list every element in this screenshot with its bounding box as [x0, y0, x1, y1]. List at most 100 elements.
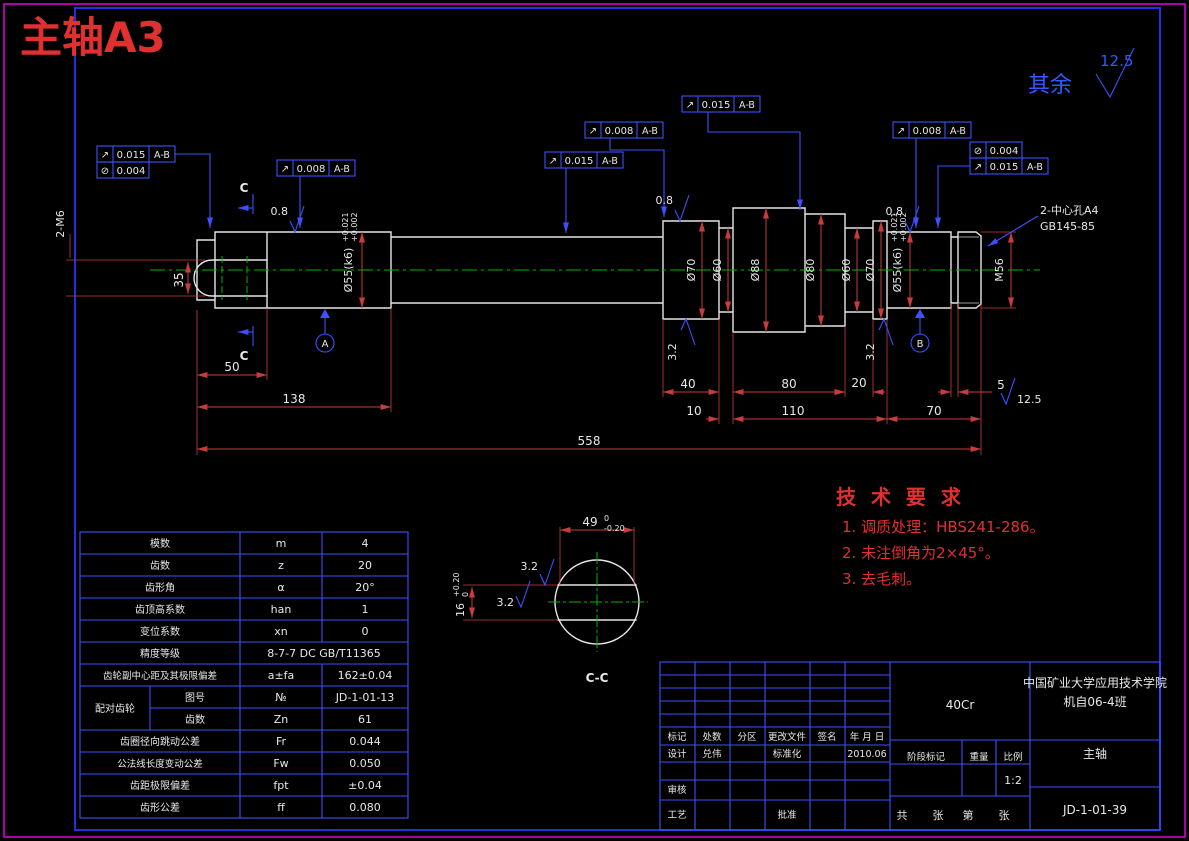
tb-school-line2: 机自06-4班 [1063, 695, 1126, 709]
dimension-texts: 50 138 558 40 80 20 5 10 110 70 35 2-M6 … [54, 210, 1006, 448]
technical-requirements: 技 术 要 求 1. 调质处理：HBS241-286。 2. 未注倒角为2×45… [836, 485, 1045, 588]
table-cell: 162±0.04 [338, 669, 393, 682]
tb-header-date: 年 月 日 [850, 731, 885, 743]
gdt-leader [609, 138, 667, 217]
gdt-datum: A-B [334, 164, 350, 175]
center-hole-note-line2: GB145-85 [1040, 220, 1095, 233]
thread-note-2xM6: 2-M6 [54, 210, 67, 237]
thread-m56: M56 [993, 258, 1006, 282]
drawing-border [3, 3, 1186, 838]
table-cell: 0.050 [349, 757, 381, 770]
keyway-flat-outline [193, 259, 268, 297]
table-cell: Fr [276, 735, 287, 748]
tb-sheet-total-label: 共 [897, 809, 908, 822]
gdt-collar-runout: ↗ 0.008 A-B [584, 121, 664, 139]
gdt-right-runout15: ↗ 0.015 A-B [969, 157, 1049, 175]
page-title: 主轴A3 [20, 13, 166, 62]
table-cell: 模数 [150, 537, 170, 550]
datum-a-letter: A [322, 339, 329, 350]
gdt-symbol: ⊘ [974, 146, 982, 157]
gdt-datum: A-B [154, 150, 170, 161]
table-cell: 0.044 [349, 735, 381, 748]
table-cell: 1 [362, 603, 369, 616]
dimension-extension-lines [66, 231, 1016, 455]
tb-stage-label: 阶段标记 [907, 751, 946, 763]
dia-80: Ø80 [804, 259, 817, 282]
dia-70-left: Ø70 [685, 259, 698, 282]
tb-drawing-number: JD-1-01-39 [1062, 803, 1127, 817]
table-cell: ±0.04 [348, 779, 382, 792]
gdt-datum: A-B [602, 156, 618, 167]
dim-35: 35 [172, 272, 186, 287]
gdt-right-cyl: ⊘ 0.004 [969, 141, 1023, 159]
sec-dim-16: 16 [454, 603, 467, 617]
gdt-symbol: ↗ [101, 150, 109, 161]
thread-minor-lines [958, 236, 979, 304]
dia-55-right-lower-tol: +0.002 [899, 212, 908, 242]
table-cell: 齿形角 [145, 582, 175, 594]
dia-55-right: Ø55(k6) [891, 248, 904, 293]
dia-55-left-lower-tol: +0.002 [350, 212, 359, 242]
dia-55-right-upper-tol: +0.021 [890, 212, 899, 242]
roughness-symbol-icon [680, 317, 696, 346]
roughness-symbol-icon [515, 580, 531, 609]
sec-dim-16-group: 16 +0.20 0 [452, 572, 470, 617]
sec-dim-49-upper: 0 [604, 514, 609, 523]
table-cell: 齿顶高系数 [135, 603, 185, 616]
tech-req-title: 技 术 要 求 [836, 485, 965, 509]
section-mark-c-top: C [240, 181, 249, 195]
tb-weight-label: 重量 [969, 751, 989, 763]
tb-process-label: 工艺 [667, 810, 686, 821]
dia-55-right-label: Ø55(k6) +0.021 +0.002 [890, 212, 908, 292]
dia-60-left: Ø60 [711, 259, 724, 282]
roughness-symbol-icon [1095, 47, 1135, 99]
dim-5: 5 [997, 378, 1005, 392]
roughness-symbol-icon [289, 205, 305, 234]
gdt-value: 0.015 [702, 100, 731, 111]
dia-55-left-label: Ø55(k6) +0.021 +0.002 [341, 212, 359, 292]
table-cell: 4 [362, 537, 369, 550]
gdt-value: 0.015 [565, 156, 594, 167]
tech-req-item-1: 1. 调质处理：HBS241-286。 [842, 518, 1045, 536]
roughness-symbol-icon [539, 558, 555, 587]
table-cell: № [275, 691, 286, 704]
table-cell: 齿形公差 [140, 801, 180, 814]
section-view-cc: 49 0 -0.20 16 +0.20 0 3.2 3.2 C-C [452, 514, 648, 685]
roughness-groove-right: 3.2 [864, 343, 877, 361]
table-cell: JD-1-01-13 [335, 691, 395, 704]
tb-design-label: 设计 [667, 748, 687, 760]
tb-material: 40Cr [946, 698, 975, 712]
datum-a: A [315, 309, 335, 353]
dim-138: 138 [283, 392, 306, 406]
roughness-symbol-icon [674, 194, 690, 223]
tb-part-name: 主轴 [1083, 746, 1107, 761]
gdt-right-runout8: ↗ 0.008 A-B [892, 121, 972, 139]
roughness-groove-left: 3.2 [666, 343, 679, 361]
datum-b-letter: B [917, 339, 924, 350]
gdt-value: 0.004 [117, 166, 146, 177]
table-cell: 齿轮副中心距及其极限偏差 [103, 670, 217, 682]
table-cell: 0 [362, 625, 369, 638]
tb-header-mark: 标记 [667, 731, 687, 743]
gdt-left-runout: ↗ 0.015 A-B [96, 145, 176, 163]
tb-check-label: 审核 [667, 784, 687, 796]
roughness-symbol-icon [904, 205, 920, 234]
table-cell: 配对齿轮 [95, 702, 135, 715]
dim-10: 10 [686, 404, 701, 418]
dim-40: 40 [680, 377, 695, 391]
gdt-leader [175, 153, 213, 228]
tb-school-line1: 中国矿业大学应用技术学院 [1023, 675, 1167, 690]
table-cell: m [276, 537, 287, 550]
gdt-leader [707, 112, 803, 210]
dia-55-left: Ø55(k6) [342, 248, 355, 293]
gdt-body-runout: ↗ 0.015 A-B [544, 151, 624, 169]
table-cell: 齿数 [150, 559, 170, 572]
gdt-datum: A-B [950, 126, 966, 137]
gdt-datum: A-B [739, 100, 755, 111]
roughness-section-flat-2: 3.2 [497, 596, 515, 609]
gdt-leader [935, 165, 970, 228]
general-roughness-note: 其余 12.5 [1028, 47, 1135, 99]
table-cell: xn [274, 625, 288, 638]
roughness-marks: 0.8 0.8 0.8 3.2 3.2 12.5 [271, 194, 1042, 406]
